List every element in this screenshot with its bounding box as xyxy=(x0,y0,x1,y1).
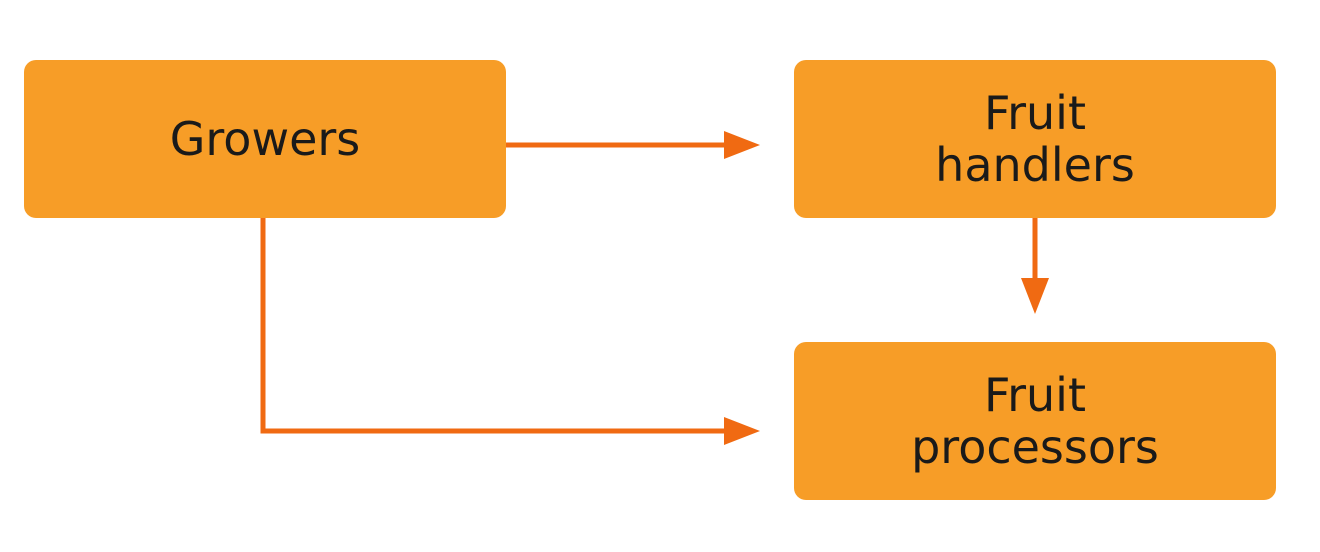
node-fruit-handlers: Fruit handlers xyxy=(794,60,1276,218)
node-growers-label: Growers xyxy=(169,112,361,166)
arrowhead-handlers-to-processors xyxy=(1021,278,1049,314)
node-fruit-processors-label-line2: processors xyxy=(911,420,1159,474)
arrowhead-growers-to-handlers xyxy=(724,131,760,159)
node-fruit-handlers-label-line1: Fruit xyxy=(984,86,1086,140)
arrowhead-growers-to-processors xyxy=(724,417,760,445)
node-fruit-processors-label-line1: Fruit xyxy=(983,368,1086,422)
node-fruit-handlers-label-line2: handlers xyxy=(935,138,1135,192)
node-growers: Growers xyxy=(24,60,506,218)
arrow-growers-to-processors xyxy=(260,218,728,434)
node-fruit-processors: Fruit processors xyxy=(794,342,1276,500)
